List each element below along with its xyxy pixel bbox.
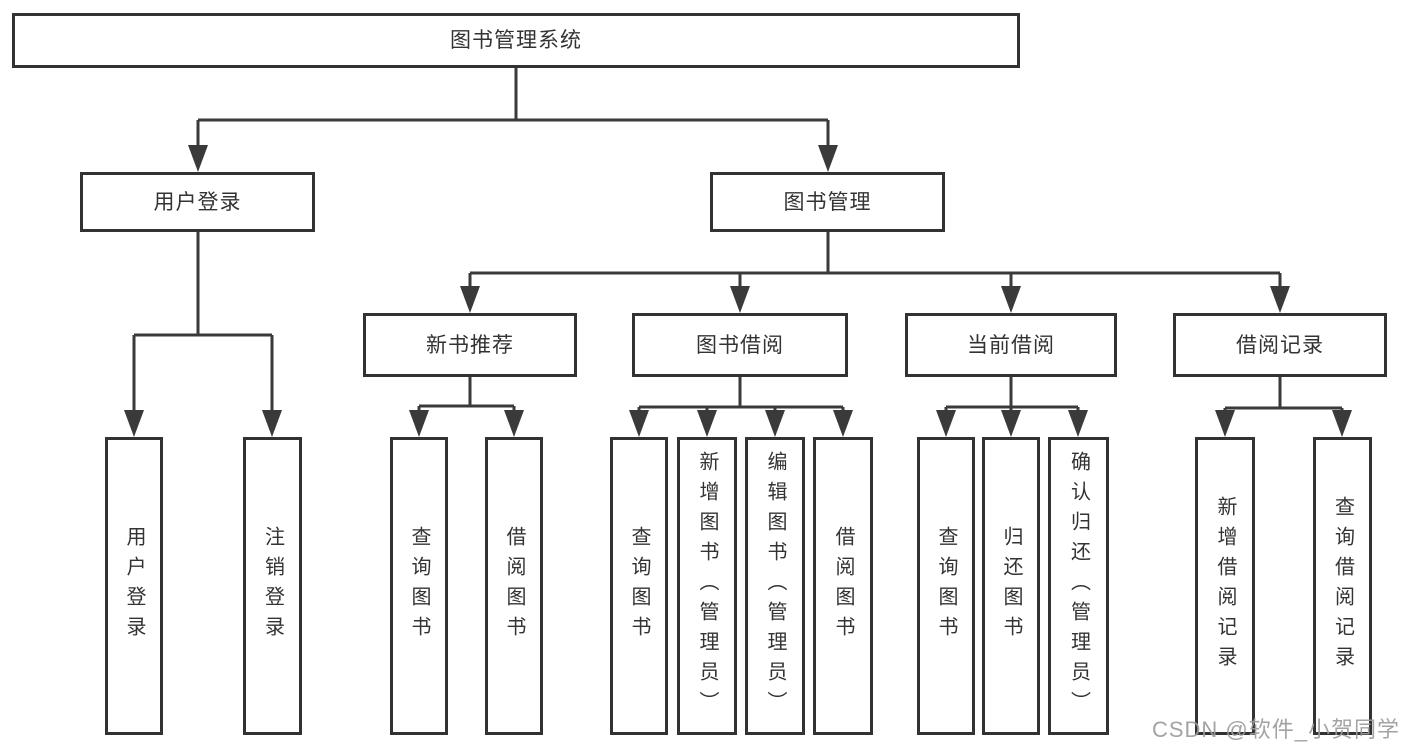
leaf-newbook-borrow-book: 借阅图书 — [485, 437, 543, 735]
leaf-user-login: 用户登录 — [105, 437, 163, 735]
node-new-book-recommend: 新书推荐 — [363, 313, 577, 377]
node-borrowing-records: 借阅记录 — [1173, 313, 1387, 377]
leaf-current-confirm-return: 确认归还（管理员） — [1048, 437, 1109, 735]
node-current-borrowing: 当前借阅 — [905, 313, 1117, 377]
leaf-records-query-record: 查询借阅记录 — [1313, 437, 1372, 735]
leaf-borrowing-query-book: 查询图书 — [610, 437, 668, 735]
node-book-management: 图书管理 — [710, 172, 945, 232]
node-user-login: 用户登录 — [80, 172, 315, 232]
leaf-records-add-record: 新增借阅记录 — [1195, 437, 1255, 735]
csdn-watermark: CSDN @软件_小贺同学 — [1151, 717, 1400, 742]
leaf-borrowing-edit-book: 编辑图书（管理员） — [745, 437, 805, 735]
node-book-borrowing: 图书借阅 — [632, 313, 848, 377]
leaf-current-return-book: 归还图书 — [982, 437, 1040, 735]
leaf-current-query-book: 查询图书 — [917, 437, 975, 735]
leaf-logout: 注销登录 — [243, 437, 302, 735]
leaf-newbook-query-book: 查询图书 — [390, 437, 448, 735]
leaf-borrowing-borrow-book: 借阅图书 — [813, 437, 873, 735]
leaf-borrowing-add-book: 新增图书（管理员） — [677, 437, 737, 735]
node-root: 图书管理系统 — [12, 13, 1020, 68]
